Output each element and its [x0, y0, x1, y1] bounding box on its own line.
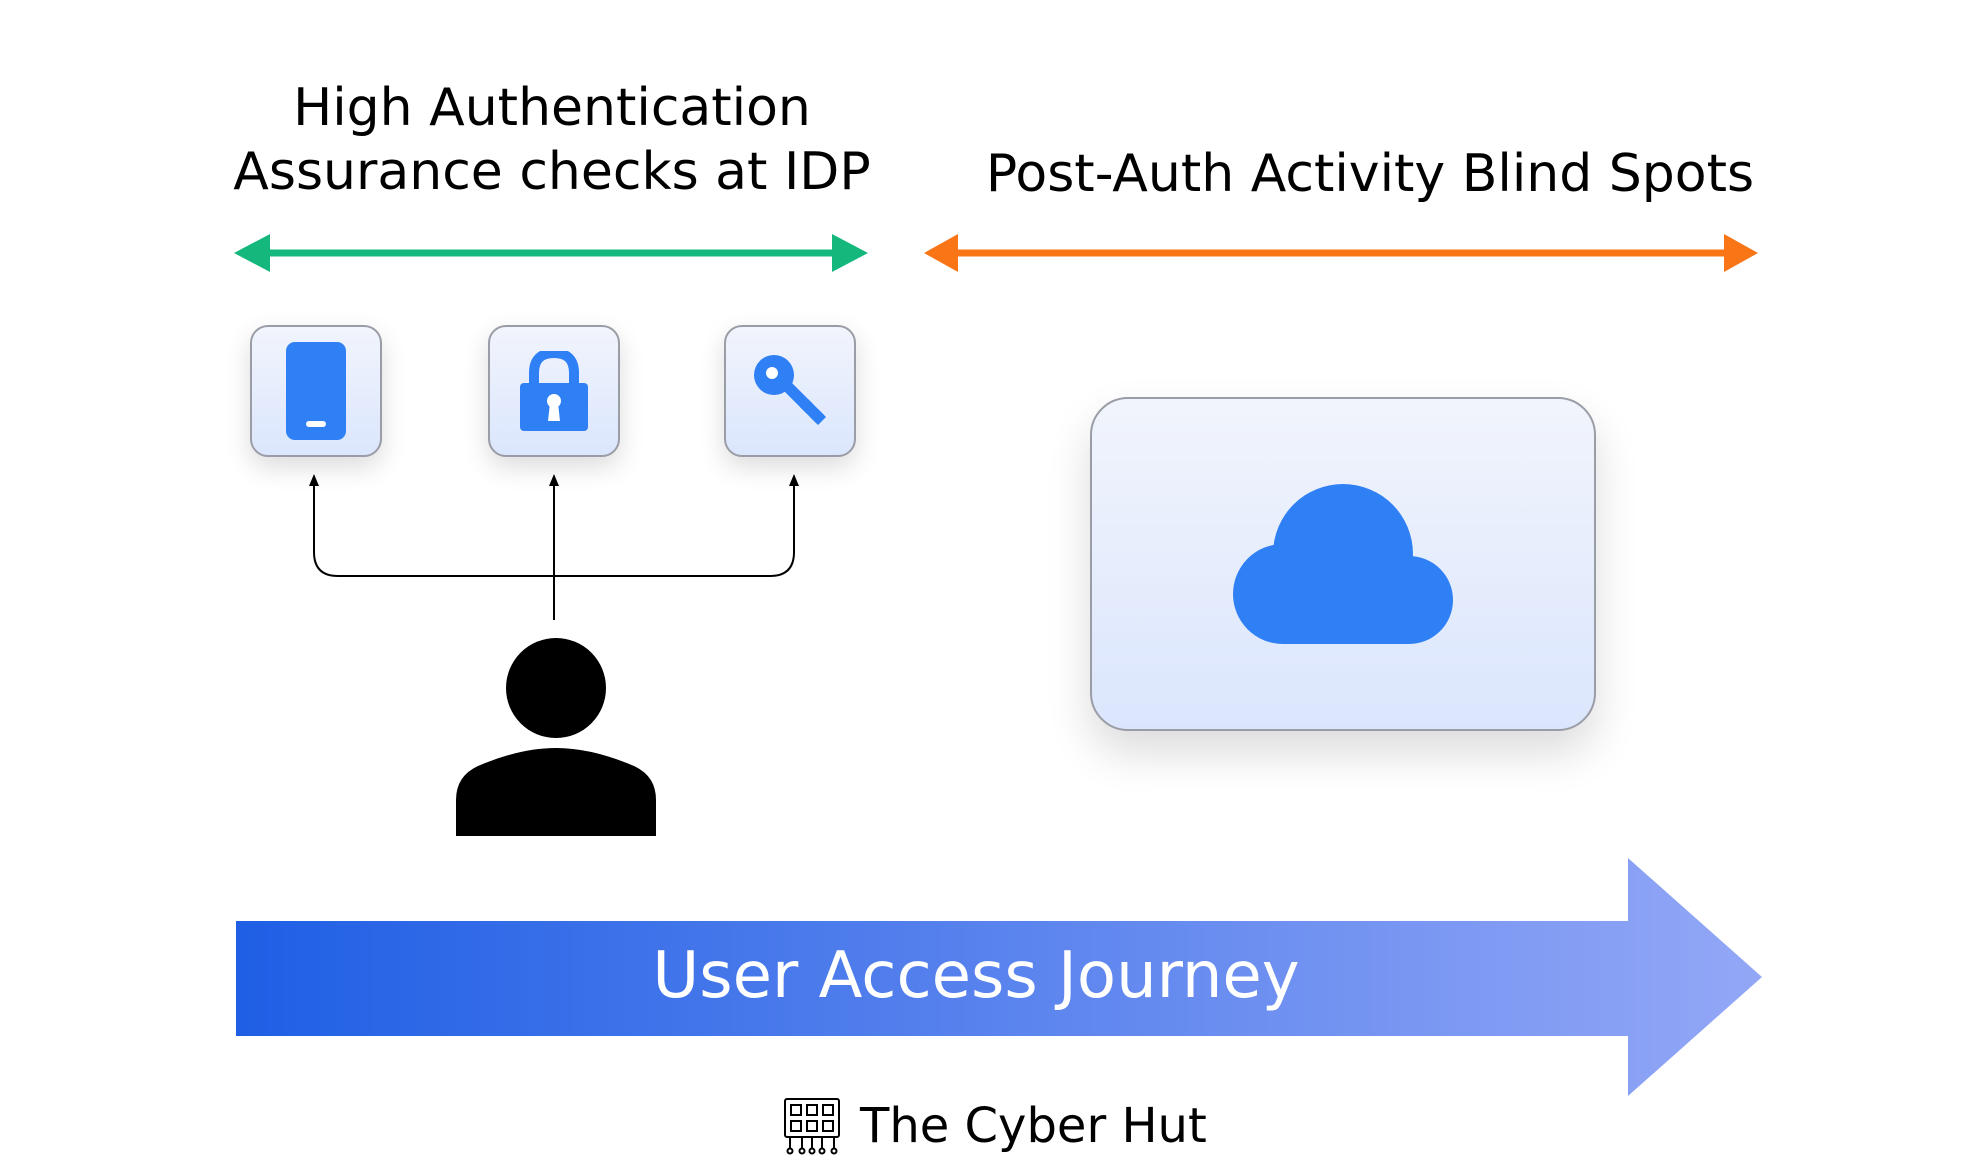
lock-icon	[520, 351, 588, 431]
key-icon	[754, 355, 826, 425]
phone-factor-tile	[250, 325, 382, 457]
idp-assurance-span-arrow	[234, 234, 868, 272]
user-access-journey-label: User Access Journey	[652, 939, 1300, 1013]
cloud-resource-card	[1090, 397, 1596, 731]
lock-factor-tile	[488, 325, 620, 457]
user-to-factors-connector	[313, 482, 795, 620]
user-access-journey-arrow	[236, 858, 1762, 1096]
blind-spots-span-arrow	[924, 234, 1758, 272]
circuit-hut-logo-icon	[784, 1098, 840, 1155]
phone-icon	[286, 342, 346, 440]
idp-assurance-heading-line-2: Assurance checks at IDP	[233, 142, 871, 202]
idp-assurance-heading-line-1: High Authentication	[293, 78, 811, 138]
user-icon	[456, 638, 656, 836]
connector-arrowhead-phone	[309, 474, 319, 486]
key-factor-tile	[724, 325, 856, 457]
connector-arrowhead-lock	[549, 474, 559, 486]
blind-spots-heading: Post-Auth Activity Blind Spots	[985, 144, 1755, 204]
brand: The Cyber Hut	[782, 1090, 1207, 1162]
cloud-icon	[1233, 484, 1453, 644]
connector-arrowhead-key	[789, 474, 799, 486]
idp-assurance-heading: High Authentication Assurance checks at …	[182, 76, 922, 204]
brand-name: The Cyber Hut	[860, 1098, 1207, 1154]
